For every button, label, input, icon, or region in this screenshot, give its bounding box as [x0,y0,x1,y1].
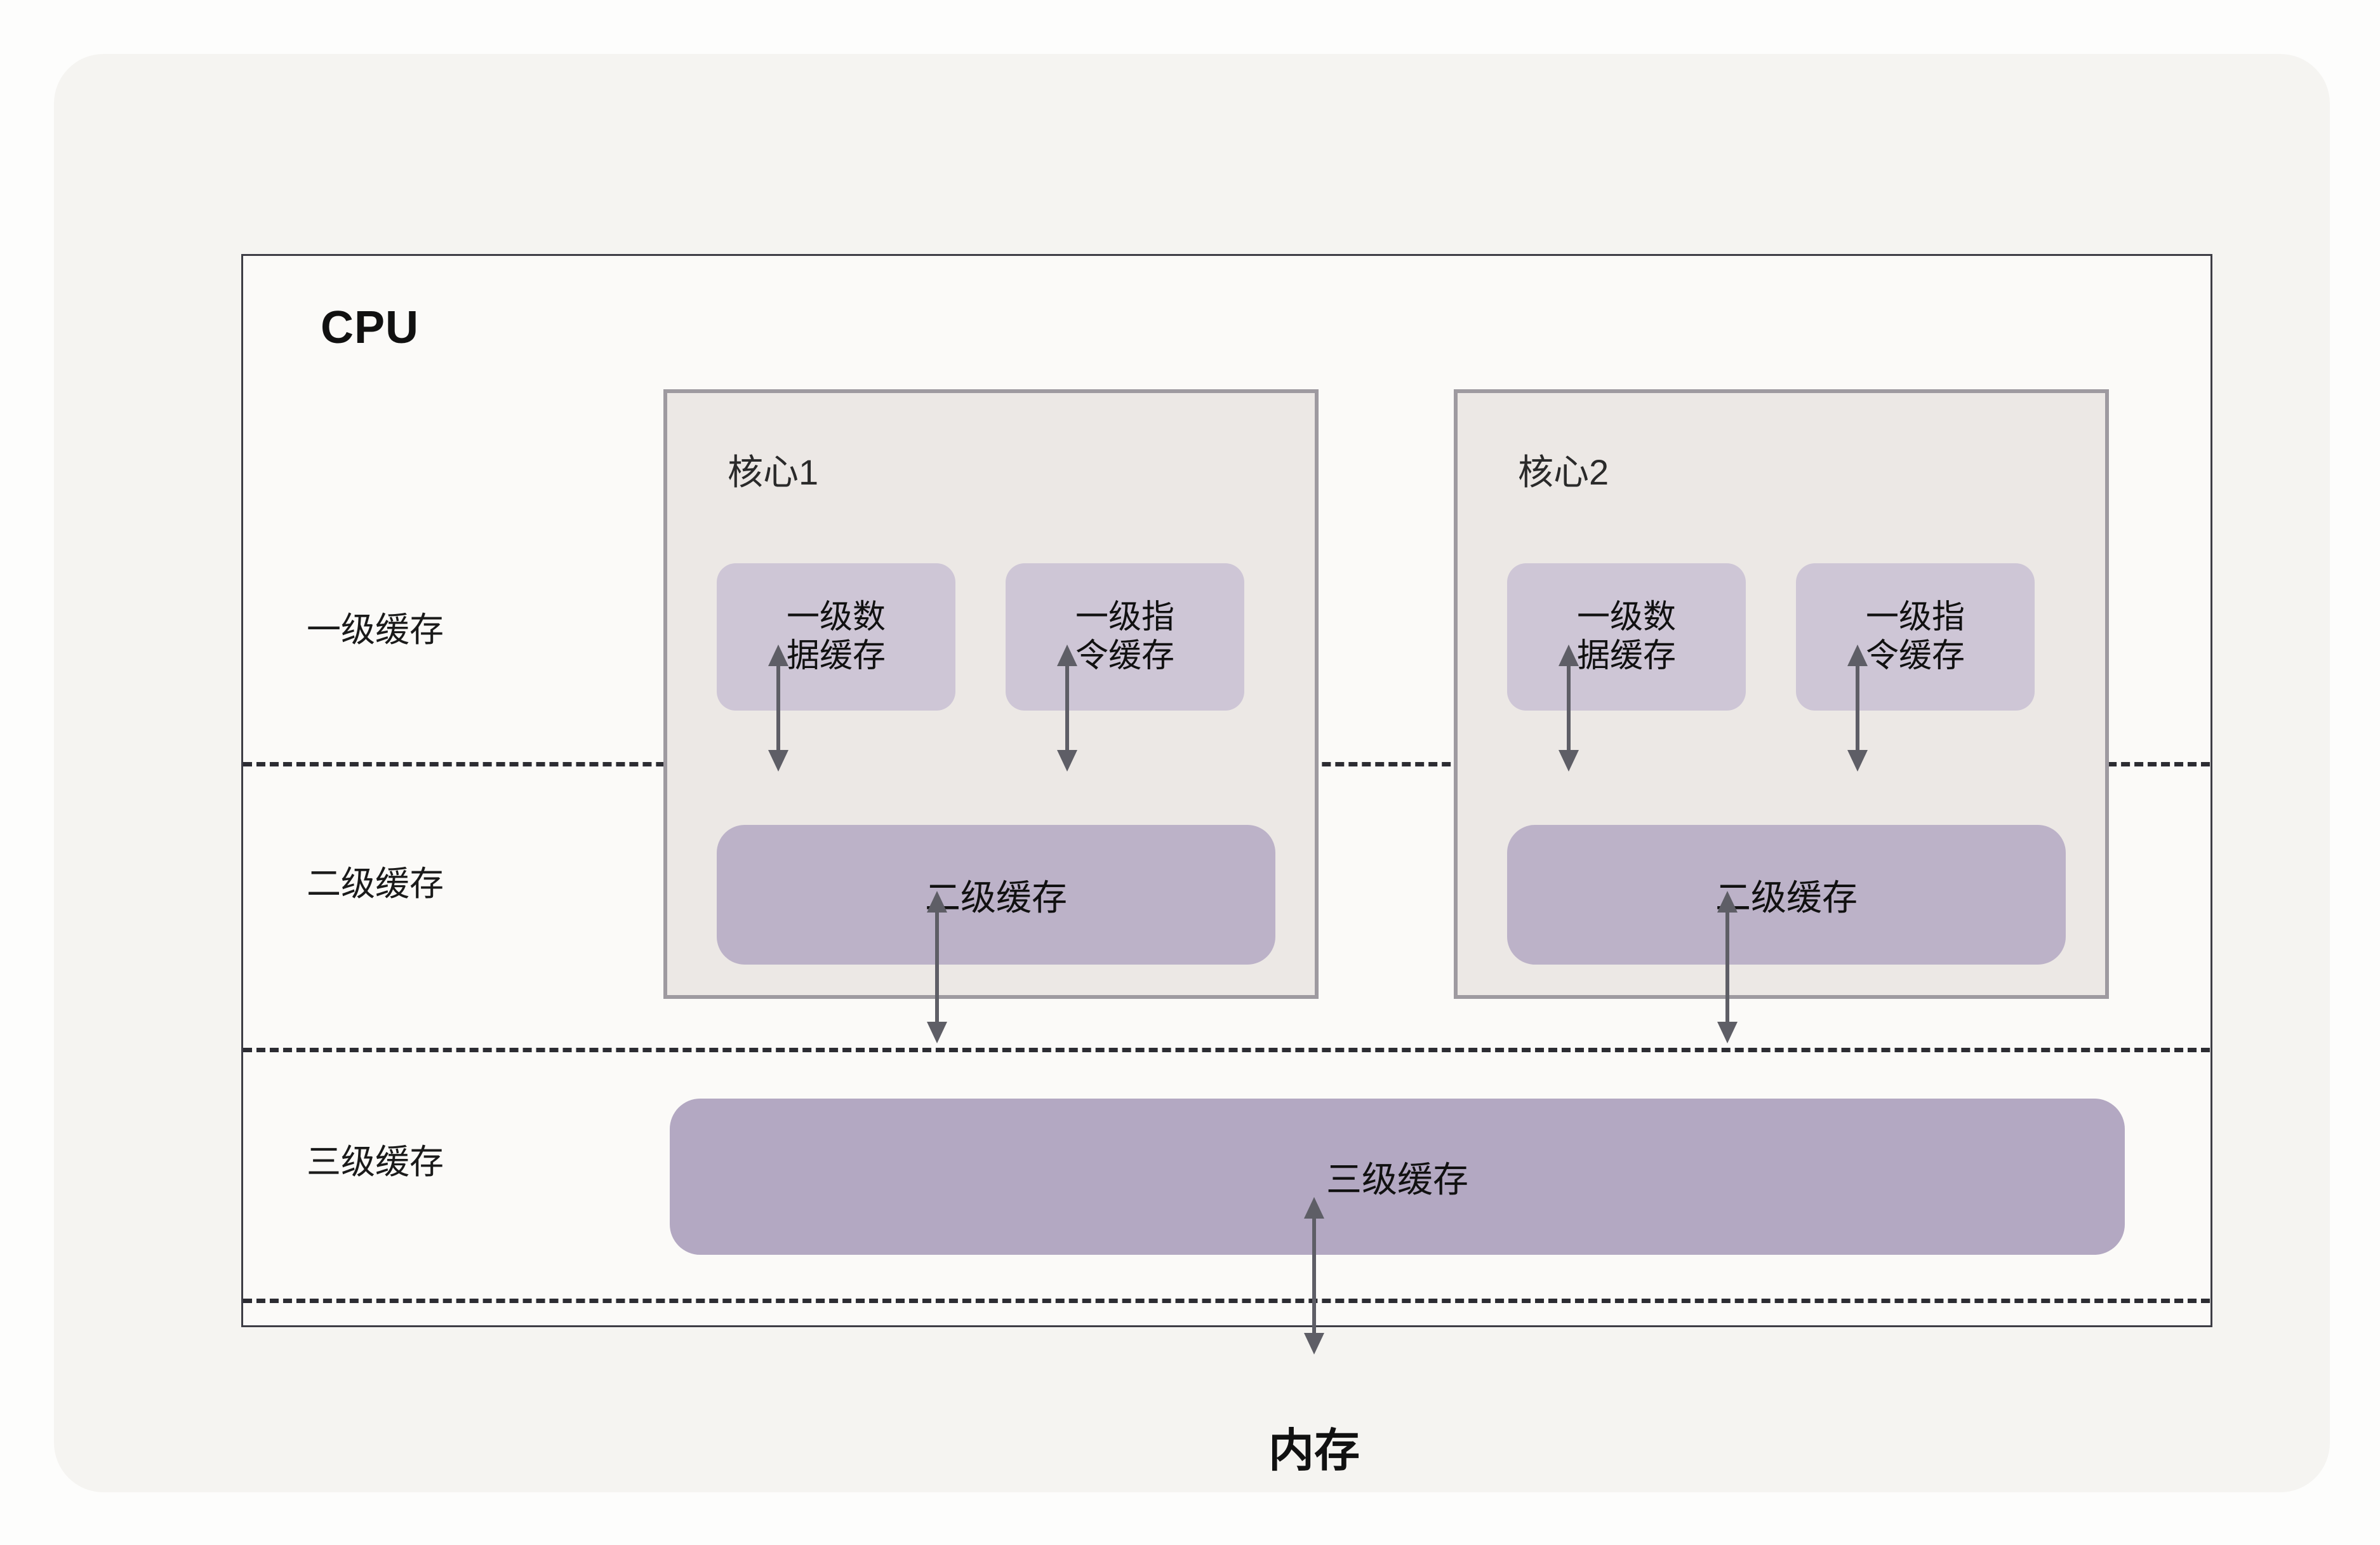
l2-cache-label-core1: 二级缓存 [925,877,1067,918]
l3-cache-box[interactable]: 三级缓存 [670,1099,2125,1255]
arrow-l2-l3-core2 [1717,891,1738,1043]
l1-data-cache-label-core2: 一级数 据缓存 [1576,598,1676,674]
level-divider-l3-memory [243,1299,2210,1303]
l1-instruction-cache-label-core1: 一级指 令缓存 [1075,598,1174,674]
row-label-l3-cache: 三级缓存 [307,1143,444,1181]
arrow-l3-memory [1304,1197,1324,1354]
l1-instruction-cache-box-core1[interactable]: 一级指 令缓存 [1006,563,1244,711]
l2-cache-box-core2[interactable]: 二级缓存 [1507,825,2066,965]
core-title-2: 核心2 [1518,452,1609,492]
core-box-2[interactable]: 核心2 一级数 据缓存 一级指 令缓存 二级缓存 [1454,389,2109,999]
l1-instruction-cache-box-core2[interactable]: 一级指 令缓存 [1796,563,2035,711]
row-label-l1-cache: 一级缓存 [307,611,444,649]
core-title-1: 核心1 [728,452,819,492]
l2-cache-label-core2: 二级缓存 [1715,877,1858,918]
arrow-l1data-l2-core1 [768,645,788,772]
l2-cache-box-core1[interactable]: 二级缓存 [717,825,1275,965]
core-box-1[interactable]: 核心1 一级数 据缓存 一级指 令缓存 二级缓存 [663,389,1319,999]
arrow-l1inst-l2-core1 [1057,645,1077,772]
arrow-l1data-l2-core2 [1559,645,1579,772]
arrow-l1inst-l2-core2 [1847,645,1868,772]
level-divider-l2-l3 [243,1048,2210,1052]
l1-data-cache-box-core1[interactable]: 一级数 据缓存 [717,563,955,711]
l1-data-cache-box-core2[interactable]: 一级数 据缓存 [1507,563,1746,711]
l1-instruction-cache-label-core2: 一级指 令缓存 [1865,598,1965,674]
l3-cache-label: 三级缓存 [1326,1159,1468,1200]
row-label-l2-cache: 二级缓存 [307,865,444,903]
l1-data-cache-label-core1: 一级数 据缓存 [786,598,886,674]
memory-label: 内存 [1268,1426,1360,1476]
cpu-title: CPU [321,302,420,353]
diagram-card: CPU 一级缓存 二级缓存 三级缓存 核心1 一级数 据缓存 一级指 令缓存 二… [54,54,2330,1492]
arrow-l2-l3-core1 [927,891,947,1043]
